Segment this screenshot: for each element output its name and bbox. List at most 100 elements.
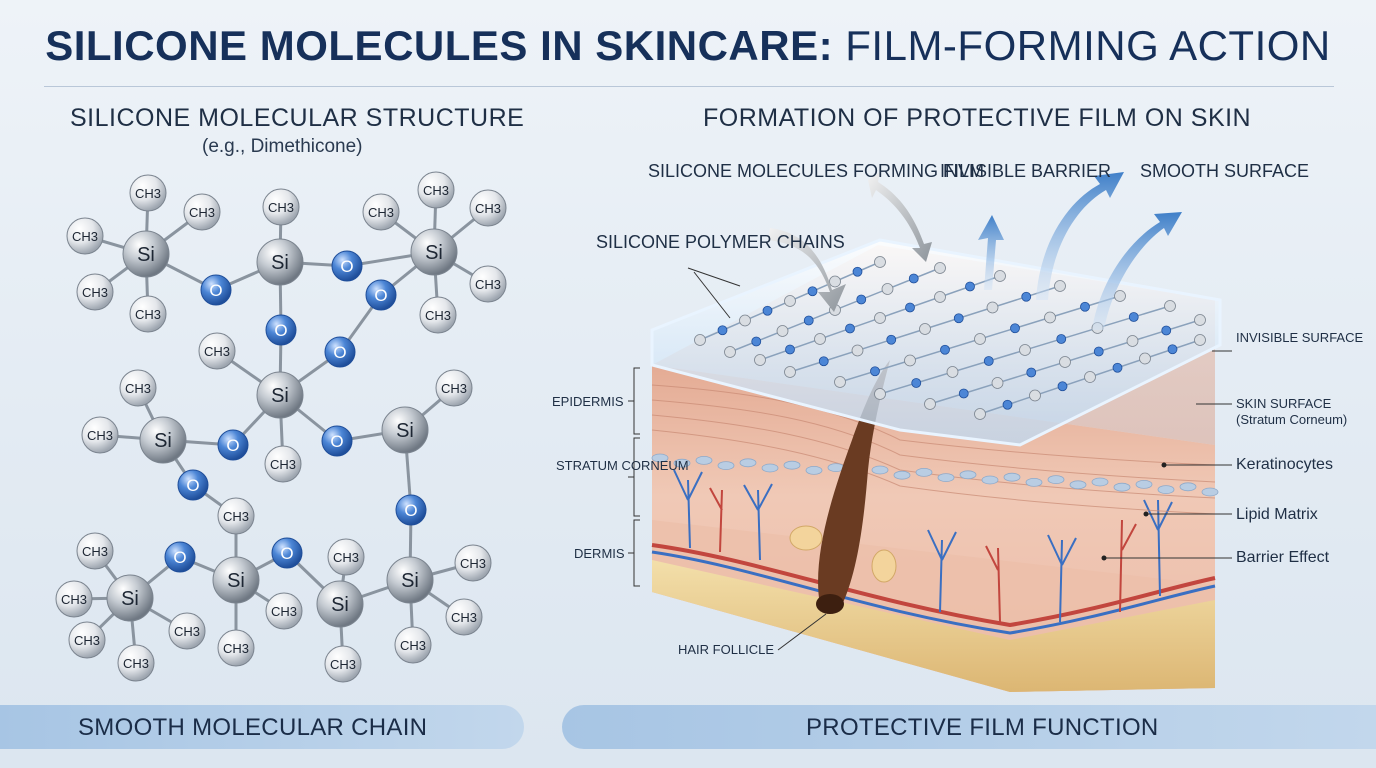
cell bbox=[761, 463, 779, 473]
callout-dots bbox=[1101, 462, 1167, 561]
methyl-group: CH3 bbox=[394, 626, 432, 664]
cell bbox=[717, 461, 735, 471]
label-barrier-effect: Barrier Effect bbox=[1236, 549, 1330, 566]
si-label: Si bbox=[401, 570, 419, 592]
chain-silicon bbox=[904, 354, 916, 367]
ch3-label: CH3 bbox=[425, 308, 451, 323]
methyl-group: CH3 bbox=[264, 445, 302, 483]
ch3-label: CH3 bbox=[423, 183, 449, 198]
methyl-group: CH3 bbox=[217, 497, 255, 535]
chain-silicon bbox=[874, 312, 886, 324]
ch3-label: CH3 bbox=[330, 657, 356, 672]
title-divider bbox=[44, 86, 1334, 87]
methyl-group: CH3 bbox=[265, 592, 303, 630]
chain-oxygen bbox=[983, 356, 994, 366]
methyl-group: CH3 bbox=[445, 598, 483, 636]
label-polymer-chains: SILICONE POLYMER CHAINS bbox=[596, 232, 845, 252]
keratinocyte-cells bbox=[651, 453, 1219, 497]
si-label: Si bbox=[271, 385, 289, 407]
methyl-group: CH3 bbox=[417, 171, 455, 209]
o-label: O bbox=[226, 436, 239, 455]
ch3-label: CH3 bbox=[223, 509, 249, 524]
cell bbox=[1157, 485, 1175, 495]
chain-silicon bbox=[1084, 371, 1096, 383]
oxygen-atom: O bbox=[271, 537, 303, 569]
chain-oxygen bbox=[1010, 323, 1020, 334]
methyl-group: CH3 bbox=[469, 265, 507, 303]
chain-oxygen bbox=[856, 294, 867, 305]
ch3-label: CH3 bbox=[61, 592, 87, 607]
chain-silicon bbox=[829, 275, 841, 288]
cell bbox=[915, 467, 933, 477]
chain-oxygen bbox=[762, 305, 773, 316]
chain-oxygen bbox=[807, 286, 818, 297]
left-footer-text: SMOOTH MOLECULAR CHAIN bbox=[78, 714, 428, 741]
chain-oxygen bbox=[1080, 301, 1090, 312]
oxygen-atom: O bbox=[217, 429, 249, 461]
chain-silicon bbox=[1194, 314, 1206, 326]
chain-silicon bbox=[724, 346, 736, 358]
ch3-label: CH3 bbox=[135, 307, 161, 322]
oxygen-atom: O bbox=[321, 425, 353, 457]
chain-silicon bbox=[934, 291, 946, 303]
methyl-group: CH3 bbox=[129, 295, 167, 333]
ch3-label: CH3 bbox=[125, 381, 151, 396]
ch3-label: CH3 bbox=[268, 200, 294, 215]
ch3-label: CH3 bbox=[204, 344, 230, 359]
cell bbox=[805, 465, 823, 475]
chain-oxygen bbox=[1093, 346, 1104, 357]
label-smooth-surface: SMOOTH SURFACE bbox=[1140, 161, 1310, 181]
label-invisible-barrier: INVISIBLE BARRIER bbox=[940, 161, 1112, 181]
cell bbox=[893, 470, 911, 480]
arterioles bbox=[709, 487, 1137, 623]
o-label: O bbox=[330, 432, 343, 451]
o-label: O bbox=[274, 321, 287, 340]
cell bbox=[1047, 475, 1065, 485]
fat-layer bbox=[652, 560, 1215, 692]
cell bbox=[981, 475, 999, 485]
ch3-label: CH3 bbox=[135, 186, 161, 201]
methyl-group: CH3 bbox=[81, 416, 119, 454]
chain-oxygen bbox=[1112, 362, 1123, 373]
smooth-surface-arrow-2 bbox=[1092, 212, 1182, 330]
label-dermis: DERMIS bbox=[574, 546, 625, 561]
chain-silicon bbox=[851, 344, 864, 357]
chain-oxygen bbox=[940, 344, 950, 355]
methyl-group: CH3 bbox=[469, 189, 507, 227]
silicon-atom: Si bbox=[106, 574, 154, 622]
chain-oxygen bbox=[818, 356, 829, 367]
title-light: FILM-FORMING ACTION bbox=[845, 22, 1331, 69]
chain-silicon bbox=[924, 398, 936, 410]
capillaries bbox=[673, 469, 1173, 623]
label-skin-surface: SKIN SURFACE bbox=[1236, 396, 1332, 411]
label-epidermis: EPIDERMIS bbox=[552, 394, 624, 409]
cell bbox=[783, 460, 801, 470]
methyl-group: CH3 bbox=[419, 296, 457, 334]
methyl-group: CH3 bbox=[198, 332, 236, 370]
cell bbox=[937, 473, 955, 483]
chain-silicon bbox=[1029, 389, 1041, 402]
cell bbox=[1201, 487, 1219, 497]
chain-silicon bbox=[974, 408, 986, 420]
chain-silicon bbox=[834, 376, 846, 388]
oxygen-atom: O bbox=[331, 250, 363, 282]
ch3-label: CH3 bbox=[223, 641, 249, 656]
chain-oxygen bbox=[717, 325, 728, 336]
methyl-group: CH3 bbox=[324, 645, 362, 683]
ch3-label: CH3 bbox=[82, 544, 108, 559]
chain-silicon bbox=[1054, 280, 1066, 292]
si-label: Si bbox=[331, 594, 349, 616]
invisible-barrier-arrow bbox=[978, 215, 1004, 290]
chain-oxygen bbox=[751, 336, 762, 347]
chain-oxygen bbox=[1167, 344, 1178, 355]
ch3-label: CH3 bbox=[368, 205, 394, 220]
ch3-label: CH3 bbox=[87, 428, 113, 443]
chain-silicon bbox=[946, 366, 959, 378]
chain-silicon bbox=[1059, 356, 1071, 368]
oxygen-atom: O bbox=[265, 314, 297, 346]
right-footer-bar bbox=[562, 705, 1376, 749]
methyl-group: CH3 bbox=[168, 612, 206, 650]
chain-silicon bbox=[874, 256, 886, 268]
chain-silicon bbox=[986, 301, 999, 314]
cell bbox=[673, 458, 691, 468]
